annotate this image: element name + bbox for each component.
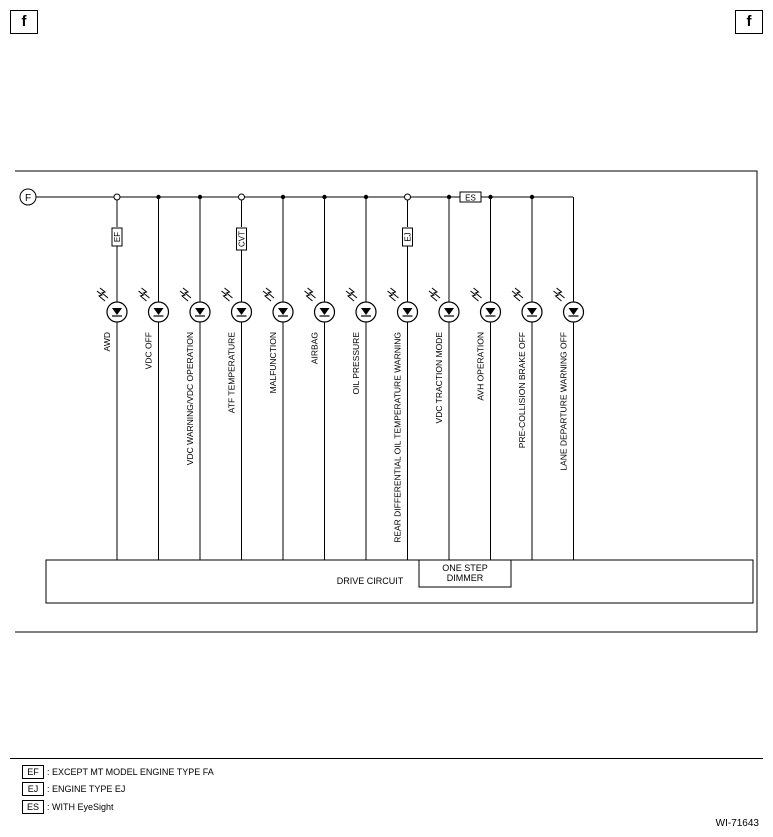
option-code-label: EF — [113, 232, 122, 242]
legend-code: ES — [22, 800, 45, 814]
indicator-label: AVH OPERATION — [476, 332, 486, 401]
indicator-lamps: EF AWD VDC OFF VDC WARNING/VDC OPERATION CVT… — [96, 193, 585, 560]
lamp-diode-symbol — [278, 308, 288, 315]
label-mask — [391, 332, 403, 550]
light-arrow-icon — [141, 287, 150, 299]
label-mask — [433, 332, 444, 423]
light-arrow-icon — [138, 290, 147, 302]
light-arrow-icon — [182, 287, 192, 299]
label-mask — [308, 332, 320, 364]
light-arrow-icon — [387, 290, 396, 302]
indicator-label: PRE-COLLISION BRAKE OFF — [517, 332, 527, 448]
light-arrow-icon — [179, 290, 189, 302]
bus-junction — [156, 194, 161, 200]
indicator-label: ATF TEMPERATURE — [227, 332, 237, 414]
label-mask — [516, 332, 527, 454]
label-mask — [557, 332, 569, 470]
lamp-diode-symbol — [236, 308, 247, 315]
label-mask — [142, 332, 154, 370]
lamp-diode-symbol — [319, 308, 330, 315]
bus-option-label: ES — [465, 194, 476, 203]
label-mask — [350, 332, 361, 396]
drive-circuit-label: DRIVE CIRCUIT — [337, 576, 404, 586]
indicator-label: AIRBAG — [310, 332, 320, 364]
bus-junction — [322, 194, 327, 200]
indicator-label: LANE DEPARTURE WARNING OFF — [559, 332, 569, 471]
light-arrow-icon — [262, 290, 272, 302]
light-arrow-icon — [473, 287, 482, 299]
indicator-label: OIL PRESSURE — [351, 332, 361, 395]
light-arrow-icon — [431, 287, 441, 299]
source-connector-label: F — [25, 193, 31, 204]
figure-id: WI-71643 — [715, 818, 759, 829]
light-arrow-icon — [348, 287, 358, 299]
light-arrow-icon — [224, 287, 233, 299]
light-arrow-icon — [307, 287, 316, 299]
lamp-diode-symbol — [195, 308, 205, 315]
legend-text: : ENGINE TYPE EJ — [47, 784, 126, 794]
indicator-label: REAR DIFFERENTIAL OIL TEMPERATURE WARNIN… — [393, 332, 403, 543]
lamp-diode-symbol — [485, 308, 496, 315]
light-arrow-icon — [265, 287, 275, 299]
dimmer-label-line2: DIMMER — [447, 573, 484, 583]
bus-junction — [280, 194, 286, 200]
one-step-dimmer-box — [418, 559, 512, 588]
optional-junction — [404, 193, 411, 201]
corner-label-right: f — [735, 10, 763, 34]
light-arrow-icon — [390, 287, 399, 299]
label-mask — [267, 332, 278, 391]
optional-junction — [113, 193, 121, 201]
option-code-label: CVT — [238, 231, 247, 247]
bus-junction — [488, 194, 493, 200]
light-arrow-icon — [96, 290, 106, 302]
legend-row: ES: WITH EyeSight — [22, 800, 114, 814]
indicator-label: VDC TRACTION MODE — [434, 332, 444, 424]
bus-junction — [363, 194, 369, 200]
lamp-diode-symbol — [153, 308, 164, 315]
light-arrow-icon — [514, 287, 524, 299]
label-mask — [474, 332, 486, 401]
bus-option-box — [459, 191, 482, 203]
label-mask — [101, 332, 112, 348]
legend-divider — [10, 758, 763, 759]
light-arrow-icon — [428, 290, 438, 302]
legend-row: EJ: ENGINE TYPE EJ — [22, 782, 125, 796]
corner-label-left: f — [10, 10, 38, 34]
lamp-diode-symbol — [112, 308, 122, 315]
indicator-label: MALFUNCTION — [268, 332, 278, 393]
light-arrow-icon — [556, 287, 565, 299]
legend-row: EF: EXCEPT MT MODEL ENGINE TYPE FA — [22, 765, 214, 779]
light-arrow-icon — [99, 287, 109, 299]
light-arrow-icon — [511, 290, 521, 302]
legend-code: EJ — [22, 782, 44, 796]
legend-text: : WITH EyeSight — [47, 802, 114, 812]
light-arrow-icon — [553, 290, 562, 302]
label-mask — [225, 332, 237, 412]
legend-code: EF — [22, 765, 44, 779]
indicator-label: AWD — [102, 332, 112, 352]
indicator-label: VDC OFF — [144, 332, 154, 369]
light-arrow-icon — [221, 290, 230, 302]
lamp-diode-symbol — [402, 308, 413, 315]
bus-junction — [197, 194, 203, 200]
light-arrow-icon — [470, 290, 479, 302]
lamp-diode-symbol — [444, 308, 454, 315]
dimmer-label-line1: ONE STEP — [442, 563, 488, 573]
optional-junction — [238, 193, 245, 201]
label-mask — [184, 332, 195, 465]
diagram-frame — [15, 170, 758, 633]
legend-text: : EXCEPT MT MODEL ENGINE TYPE FA — [47, 767, 214, 777]
lamp-diode-symbol — [527, 308, 537, 315]
light-arrow-icon — [345, 290, 355, 302]
option-code-label: EJ — [404, 232, 413, 241]
bus-junction — [446, 194, 452, 200]
indicator-label: VDC WARNING/VDC OPERATION — [185, 332, 195, 465]
drive-circuit-block — [45, 559, 754, 604]
lamp-diode-symbol — [568, 308, 579, 315]
light-arrow-icon — [304, 290, 313, 302]
lamp-diode-symbol — [361, 308, 371, 315]
bus-junction — [529, 194, 535, 200]
